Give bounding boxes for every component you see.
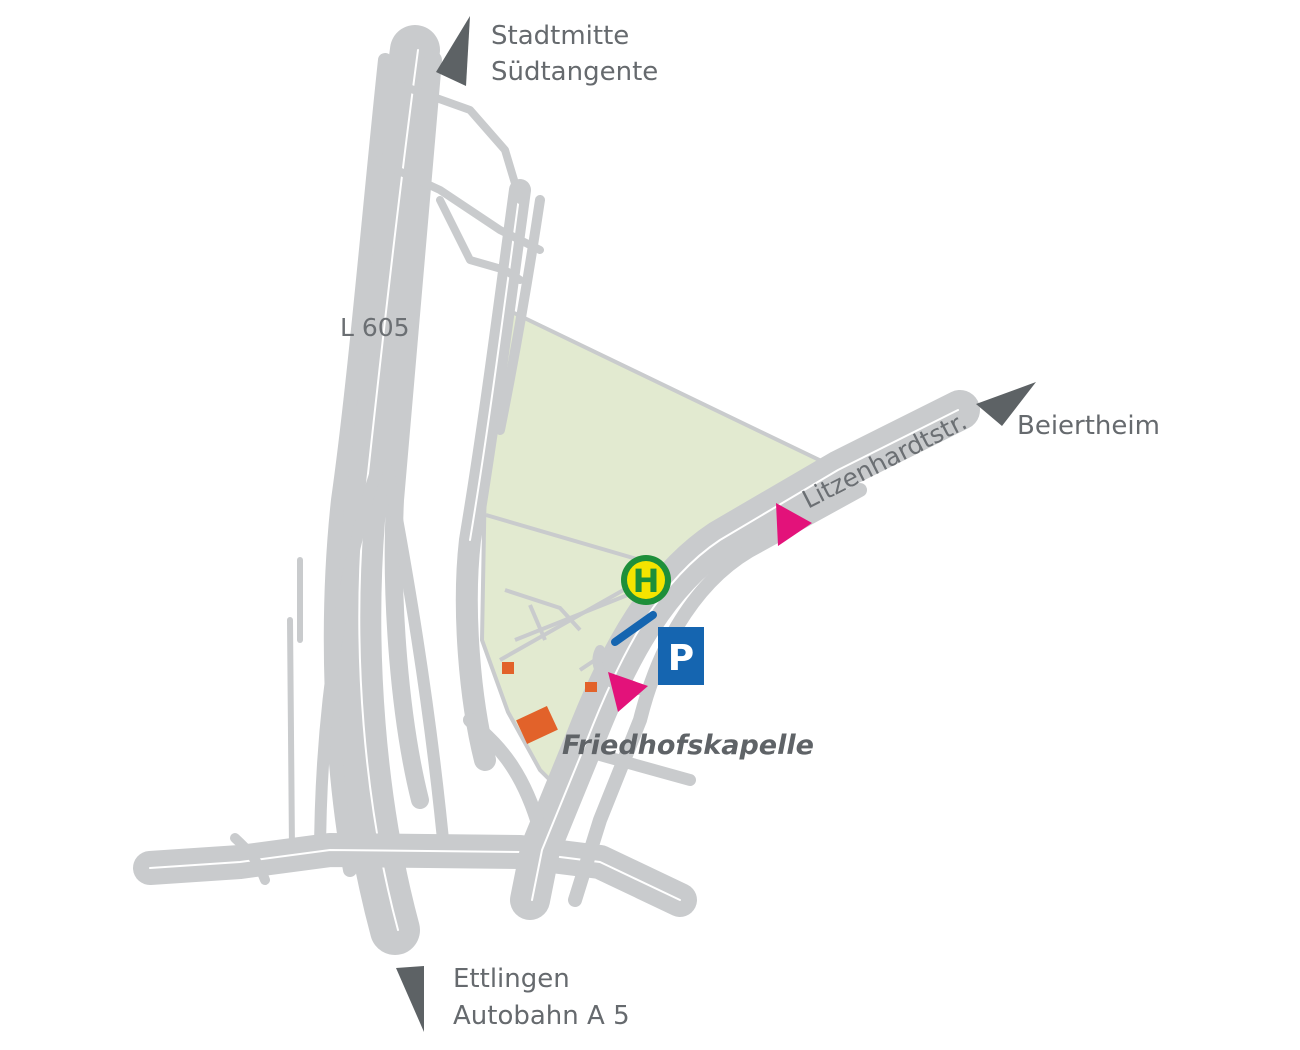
buildings: [502, 662, 597, 744]
road-label-l605: L 605: [340, 313, 410, 342]
bus-stop-icon[interactable]: H: [621, 555, 671, 605]
parking-area: [611, 611, 657, 646]
south-direction-arrow-icon[interactable]: [396, 966, 424, 1032]
direction-north-line2: Südtangente: [491, 57, 658, 87]
north-direction-arrow-icon[interactable]: [436, 16, 470, 86]
small-building: [585, 682, 597, 692]
bus-stop-icon-glyph: H: [633, 562, 660, 600]
chapel-building: [516, 706, 558, 744]
direction-south-line2: Autobahn A 5: [453, 1001, 630, 1031]
place-label-chapel: Friedhofskapelle: [562, 730, 814, 761]
direction-east-label: Beiertheim: [1017, 411, 1160, 441]
east-direction-arrow-icon[interactable]: [976, 382, 1036, 426]
direction-south-line1: Ettlingen: [453, 964, 570, 994]
road-network: [133, 22, 980, 958]
entrance-marker-icon[interactable]: [776, 503, 812, 546]
entrance-marker-icon[interactable]: [608, 672, 648, 712]
parking-icon-glyph: P: [668, 638, 694, 679]
direction-north-line1: Stadtmitte: [491, 21, 629, 51]
small-building: [502, 662, 514, 674]
parking-icon[interactable]: P: [658, 627, 704, 685]
